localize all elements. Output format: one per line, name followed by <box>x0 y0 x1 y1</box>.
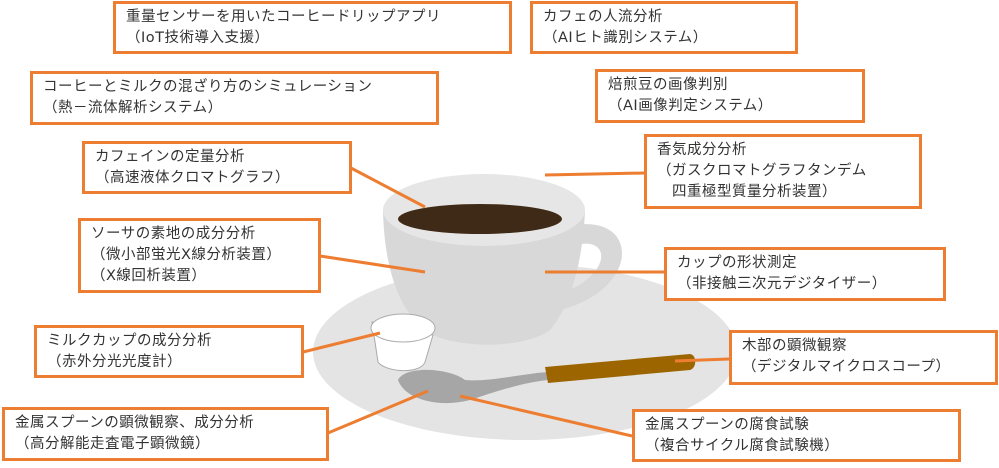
label-detail: （ガスクロマトグラフタンデム <box>657 163 867 179</box>
label-detail-2: （X線回析装置） <box>91 268 207 284</box>
label-title: 金属スプーンの顕微観察、成分分析 <box>15 415 255 431</box>
label-detail-2: 四重極型質量分析装置） <box>657 184 837 200</box>
label-detail: （微小部蛍光X線分析装置） <box>91 247 282 263</box>
label-detail: （AIヒト識別システム） <box>543 30 708 46</box>
label-caffeine: カフェインの定量分析 （高速液体クロマトグラフ） <box>82 141 352 194</box>
leader-lines <box>302 166 730 438</box>
label-wood: 木部の顕微観察 （デジタルマイクロスコープ） <box>729 330 998 385</box>
label-title: 香気成分分析 <box>657 142 747 158</box>
label-spoon-corrosion: 金属スプーンの腐食試験 （複合サイクル腐食試験機） <box>632 409 961 462</box>
label-title: 重量センサーを用いたコーヒードリップアプリ <box>126 9 441 25</box>
label-title: ソーサの素地の成分分析 <box>91 226 256 242</box>
label-title: 金属スプーンの腐食試験 <box>645 417 810 433</box>
label-detail: （高分解能走査電子顕微鏡） <box>15 436 210 452</box>
label-cafe-traffic: カフェの人流分析 （AIヒト識別システム） <box>530 1 798 54</box>
milk-cup-top <box>370 313 436 343</box>
label-milk-cup: ミルクカップの成分分析 （赤外分光光度計） <box>34 325 304 378</box>
cup-body <box>383 212 585 345</box>
label-detail: （デジタルマイクロスコープ） <box>742 359 951 375</box>
cup-handle <box>555 224 623 310</box>
label-detail: （AI画像判定システム） <box>608 98 773 114</box>
label-detail: （非接触三次元デジタイザー） <box>677 276 887 292</box>
label-drip-app: 重量センサーを用いたコーヒードリップアプリ （IoT技術導入支援） <box>113 1 512 54</box>
spoon <box>398 369 548 404</box>
label-title: 焙煎豆の画像判別 <box>608 77 728 93</box>
label-title: 木部の顕微観察 <box>742 338 847 354</box>
label-detail: （赤外分光光度計） <box>47 354 182 370</box>
label-detail: （熱－流体解析システム） <box>43 100 223 116</box>
label-title: カフェインの定量分析 <box>95 149 245 165</box>
label-detail: （高速液体クロマトグラフ） <box>95 170 290 186</box>
label-title: カップの形状測定 <box>677 255 797 271</box>
label-saucer: ソーサの素地の成分分析 （微小部蛍光X線分析装置） （X線回析装置） <box>78 218 321 293</box>
label-detail: （複合サイクル腐食試験機） <box>645 438 840 454</box>
label-mixing-sim: コーヒーとミルクの混ざり方のシミュレーション （熱－流体解析システム） <box>30 71 439 125</box>
label-spoon-sem: 金属スプーンの顕微観察、成分分析 （高分解能走査電子顕微鏡） <box>2 407 329 461</box>
label-aroma: 香気成分分析 （ガスクロマトグラフタンデム 四重極型質量分析装置） <box>644 134 922 209</box>
label-title: コーヒーとミルクの混ざり方のシミュレーション <box>43 79 373 95</box>
label-cup-shape: カップの形状測定 （非接触三次元デジタイザー） <box>664 247 946 301</box>
label-title: ミルクカップの成分分析 <box>47 333 212 349</box>
label-title: カフェの人流分析 <box>543 9 663 25</box>
spoon-wood-handle <box>545 354 696 383</box>
label-detail: （IoT技術導入支援） <box>126 30 270 46</box>
label-bean-image: 焙煎豆の画像判別 （AI画像判定システム） <box>595 69 865 123</box>
coffee-surface <box>398 204 562 234</box>
